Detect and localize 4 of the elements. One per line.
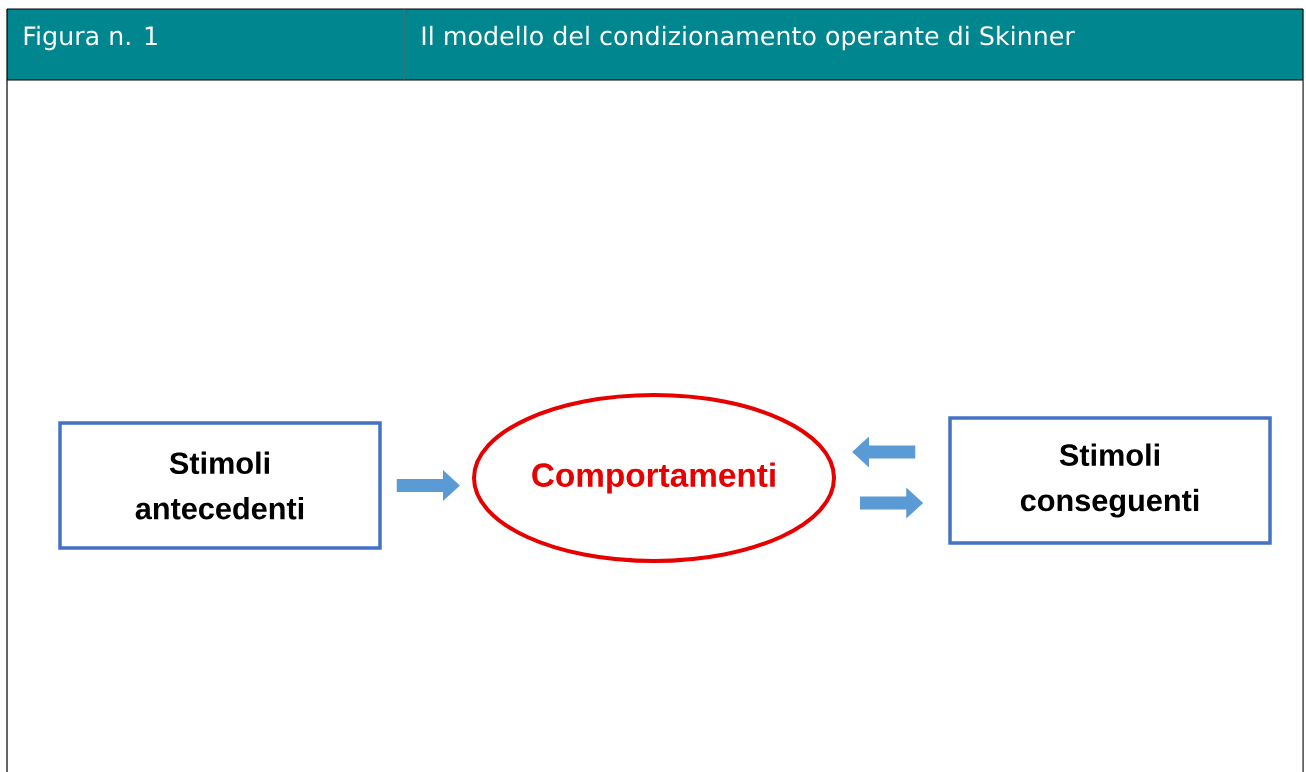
title: Il modello del condizionamento operante di Skinner bbox=[422, 25, 1075, 51]
stimulus-box: Stimoli antecedenti bbox=[58, 421, 382, 550]
figure-number: Figura n. 1 bbox=[24, 25, 157, 51]
stimulus-box: Stimoli conseguenti bbox=[948, 416, 1272, 545]
